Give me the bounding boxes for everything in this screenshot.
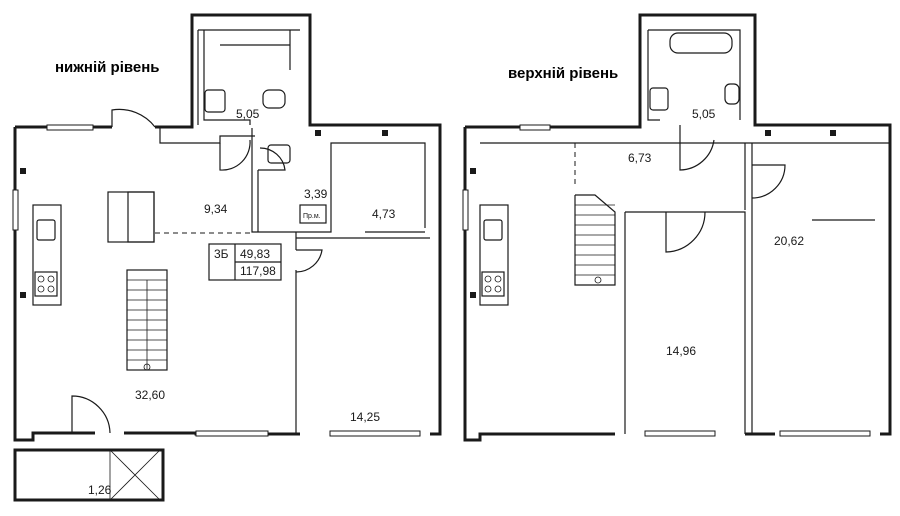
lower-staircase bbox=[126, 269, 168, 371]
lower-window-top bbox=[46, 124, 94, 131]
summary-box-dividers bbox=[234, 244, 281, 280]
upper-sink-icon bbox=[483, 219, 503, 241]
radiator-marker bbox=[470, 292, 476, 298]
lower-wc-note: Пр.м. bbox=[303, 213, 321, 220]
lower-sink-icon bbox=[36, 219, 56, 241]
lower-balcony-door bbox=[71, 395, 111, 434]
lower-window-left bbox=[12, 189, 19, 231]
lower-wc-equipment bbox=[299, 204, 327, 224]
upper-hall-area: 6,73 bbox=[628, 151, 652, 165]
radiator-marker bbox=[470, 168, 476, 174]
upper-inner-walls bbox=[480, 142, 890, 434]
lower-bath-walls bbox=[197, 29, 300, 125]
burner-icon bbox=[47, 285, 55, 293]
lower-hall-area: 9,34 bbox=[204, 202, 228, 216]
lower-level-plan bbox=[12, 13, 442, 502]
upper-outer-walls bbox=[463, 13, 892, 442]
lower-window-bottom-2 bbox=[329, 430, 421, 437]
radiator-marker bbox=[830, 130, 836, 136]
upper-bedroom-door bbox=[751, 164, 786, 199]
lower-window-bottom-1 bbox=[195, 430, 269, 437]
upper-staircase bbox=[574, 194, 616, 286]
lower-bath-area: 5,05 bbox=[236, 107, 260, 121]
radiator-marker bbox=[20, 292, 26, 298]
lower-wc-area: 3,39 bbox=[304, 187, 328, 201]
upper-kitchen-counter bbox=[479, 204, 509, 306]
radiator-marker bbox=[382, 130, 388, 136]
lower-kitchen-counter bbox=[32, 204, 62, 306]
burner-icon bbox=[484, 275, 492, 283]
upper-bath-door bbox=[679, 125, 715, 171]
upper-bedroom2-door bbox=[665, 211, 706, 253]
lower-bedroom-area: 14,25 bbox=[350, 410, 380, 424]
radiator-marker bbox=[20, 168, 26, 174]
lower-entrance-door bbox=[111, 108, 156, 128]
lower-bath-door bbox=[219, 139, 251, 171]
lower-outer-walls bbox=[13, 13, 442, 442]
lower-bedroom-door bbox=[295, 249, 323, 273]
lower-toilet-icon bbox=[262, 89, 286, 109]
burner-icon bbox=[47, 275, 55, 283]
upper-toilet-icon bbox=[724, 83, 740, 105]
lower-balcony-cross bbox=[109, 449, 161, 501]
burner-icon bbox=[494, 285, 502, 293]
burner-icon bbox=[37, 275, 45, 283]
upper-stove-icon bbox=[481, 271, 505, 297]
lower-stove-icon bbox=[34, 271, 58, 297]
summary-total-area: 117,98 bbox=[240, 264, 276, 278]
burner-icon bbox=[484, 285, 492, 293]
upper-bath-area: 5,05 bbox=[692, 107, 716, 121]
lower-kitchen-island bbox=[107, 191, 155, 243]
upper-bath-sink-icon bbox=[649, 87, 669, 111]
lower-bath-sink-icon bbox=[204, 89, 226, 113]
upper-window-bottom-2 bbox=[779, 430, 871, 437]
radiator-marker bbox=[765, 130, 771, 136]
upper-bathtub-icon bbox=[669, 32, 733, 54]
lower-balcony-area: 1,26 bbox=[88, 483, 112, 497]
lower-wc-sink-icon bbox=[267, 144, 291, 164]
upper-level-plan bbox=[462, 13, 892, 442]
upper-bedroom-big-area: 20,62 bbox=[774, 234, 804, 248]
upper-level-title: верхній рівень bbox=[508, 65, 618, 82]
summary-living-area: 49,83 bbox=[240, 247, 270, 261]
burner-icon bbox=[494, 275, 502, 283]
upper-bedroom-mid-area: 14,96 bbox=[666, 344, 696, 358]
lower-island-top bbox=[127, 191, 155, 243]
lower-inner-walls bbox=[159, 127, 430, 434]
lower-storage-area: 4,73 bbox=[372, 207, 396, 221]
upper-bath-walls bbox=[647, 29, 741, 121]
lower-level-title: нижній рівень bbox=[55, 59, 160, 76]
radiator-marker bbox=[315, 130, 321, 136]
upper-window-left bbox=[462, 189, 469, 231]
lower-living-area: 32,60 bbox=[135, 388, 165, 402]
summary-rooms: 3Б bbox=[214, 247, 229, 261]
upper-window-bottom-1 bbox=[644, 430, 716, 437]
lower-balcony-outline bbox=[13, 448, 165, 502]
lower-wc-door bbox=[258, 147, 286, 171]
upper-window-top bbox=[519, 124, 551, 131]
burner-icon bbox=[37, 285, 45, 293]
